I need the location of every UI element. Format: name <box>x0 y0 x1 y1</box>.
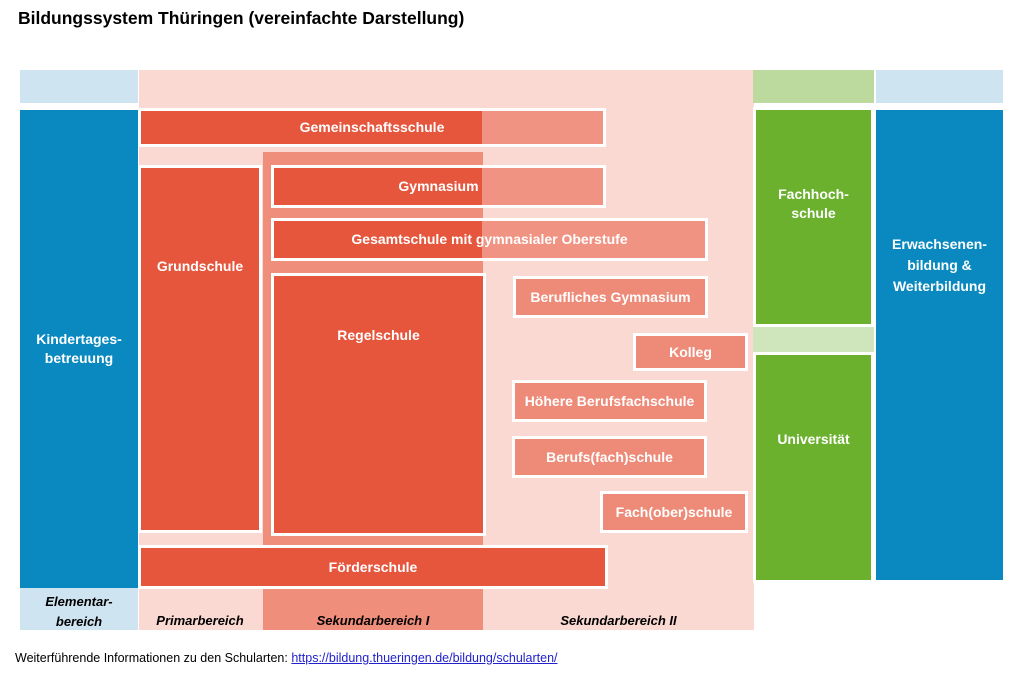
box-grundschule: Grundschule <box>138 165 262 533</box>
gymnasium-label: Gymnasium <box>398 178 479 194</box>
box-foerderschule: Förderschule <box>138 545 608 589</box>
box-gemeinschaftsschule: Gemeinschaftsschule <box>138 108 606 147</box>
gemeinschaftsschule-label: Gemeinschaftsschule <box>299 119 445 135</box>
fachoberschule-label: Fach(ober)schule <box>615 503 733 520</box>
berufliches-gymnasium-label: Berufliches Gymnasium <box>530 288 691 305</box>
box-universitaet: Universität <box>753 352 874 583</box>
box-berufliches-gymnasium: Berufliches Gymnasium <box>513 276 708 318</box>
box-erwachsenenbildung: Erwachsenen- bildung & Weiterbildung <box>876 110 1003 580</box>
box-hoehere-berufsfachschule: Höhere Berufsfachschule <box>512 380 707 422</box>
hoehere-berufsfachschule-label: Höhere Berufsfachschule <box>524 392 695 409</box>
box-fachoberschule: Fach(ober)schule <box>600 491 748 533</box>
footer-text: Weiterführende Informationen zu den Schu… <box>15 651 288 665</box>
box-regelschule: Regelschule <box>271 273 486 536</box>
kolleg-label: Kolleg <box>669 343 712 360</box>
footer-link[interactable]: https://bildung.thueringen.de/bildung/sc… <box>291 651 558 665</box>
weiterbildung-header-band <box>876 70 1003 103</box>
box-fachhochschule: Fachhoch- schule <box>753 107 874 327</box>
box-berufsfachschule: Berufs(fach)schule <box>512 436 707 478</box>
erwachsenenbildung-label: Erwachsenen- bildung & Weiterbildung <box>892 236 987 294</box>
universitaet-label: Universität <box>777 431 850 447</box>
fachhochschule-label: Fachhoch- schule <box>778 186 849 221</box>
elementarbereich-label-band <box>20 588 138 630</box>
kindertagesbetreuung-label: Kindertages- betreuung <box>36 331 122 366</box>
page-title: Bildungssystem Thüringen (vereinfachte D… <box>18 8 465 28</box>
grundschule-label: Grundschule <box>156 258 244 274</box>
box-kolleg: Kolleg <box>633 333 748 371</box>
elementarbereich-header-band <box>20 70 138 103</box>
primarbereich-label: Primarbereich <box>156 613 244 628</box>
sekundarbereich2-label: Sekundarbereich II <box>560 613 677 628</box>
tertiary-header-band <box>753 70 874 103</box>
sekundarbereich1-label: Sekundarbereich I <box>316 613 430 628</box>
elementarbereich-label: Elementar- bereich <box>45 594 113 629</box>
foerderschule-label: Förderschule <box>328 558 418 575</box>
box-gesamtschule: Gesamtschule mit gymnasialer Oberstufe <box>271 218 708 261</box>
box-gymnasium: Gymnasium <box>271 165 606 208</box>
tertiary-gap-band <box>753 327 874 352</box>
gesamtschule-label: Gesamtschule mit gymnasialer Oberstufe <box>351 231 628 247</box>
berufsfachschule-label: Berufs(fach)schule <box>546 448 673 465</box>
footer: Weiterführende Informationen zu den Schu… <box>15 651 558 665</box>
regelschule-label: Regelschule <box>337 327 420 343</box>
box-kindertagesbetreuung: Kindertages- betreuung <box>20 110 138 588</box>
